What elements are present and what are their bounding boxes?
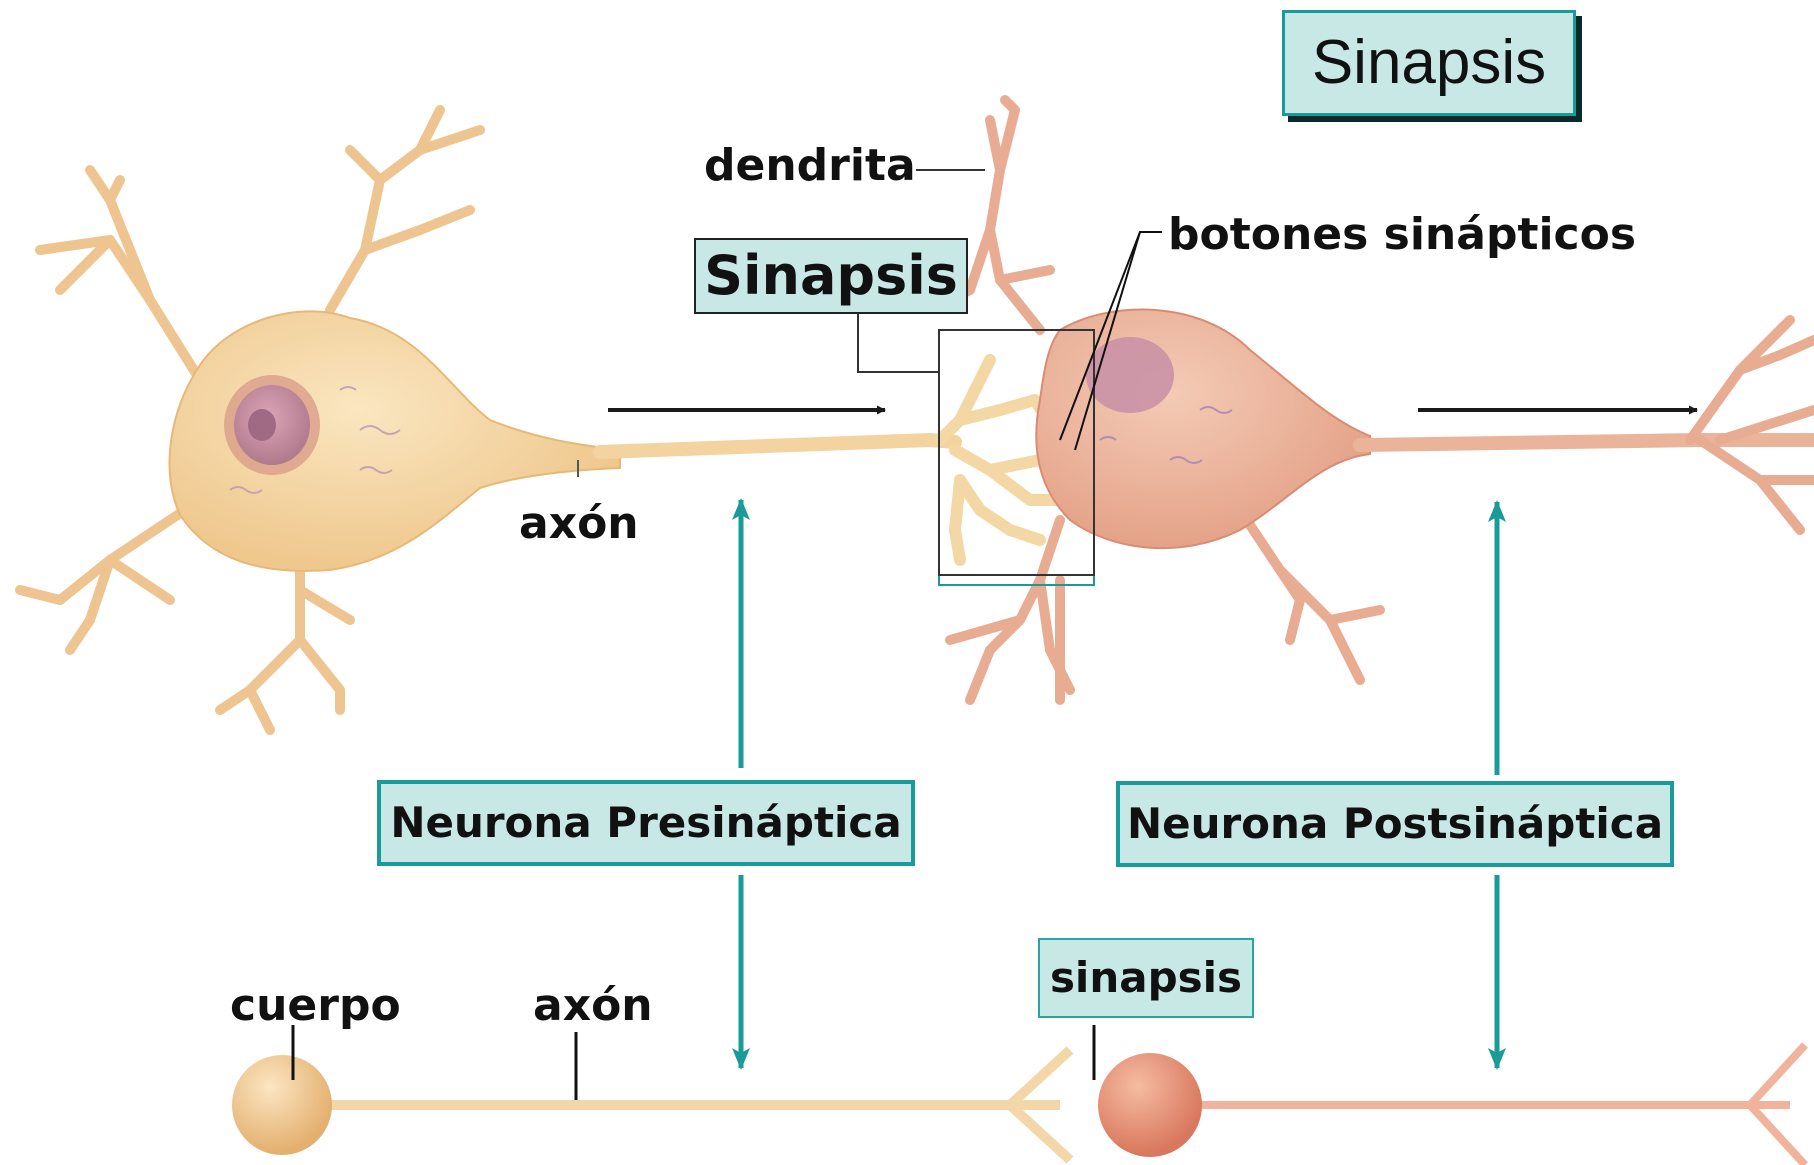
postsynaptic-soma xyxy=(1036,310,1370,549)
schematic-presynaptic xyxy=(232,1025,1070,1160)
presynaptic-axon xyxy=(600,440,955,452)
postsynaptic-label-box: Neurona Postsináptica xyxy=(1116,781,1674,867)
presynaptic-label-text: Neurona Presináptica xyxy=(390,802,901,844)
sinapsis-center-box: Sinapsis xyxy=(694,238,968,314)
postsynaptic-label-text: Neurona Postsináptica xyxy=(1127,803,1663,845)
sinapsis-leader-line xyxy=(858,314,939,372)
sinapsis-bottom-text: sinapsis xyxy=(1050,957,1242,999)
postsynaptic-neuron xyxy=(950,100,1814,700)
sinapsis-center-text: Sinapsis xyxy=(704,249,958,303)
title-text: Sinapsis xyxy=(1312,32,1546,94)
presynaptic-neuron xyxy=(20,110,1060,730)
axon-top-label: axón xyxy=(519,502,639,546)
botones-sinapticos-label: botones sinápticos xyxy=(1168,213,1636,257)
postsynaptic-axon xyxy=(1360,440,1814,445)
postsynaptic-axon-terminals xyxy=(1690,320,1814,530)
sinapsis-bottom-box: sinapsis xyxy=(1038,938,1254,1018)
cuerpo-label: cuerpo xyxy=(230,984,401,1028)
title-box: Sinapsis xyxy=(1282,10,1576,116)
schematic-soma-post xyxy=(1098,1053,1202,1157)
schematic-soma-pre xyxy=(232,1055,332,1155)
presynaptic-nucleolus xyxy=(248,409,276,441)
axon-bottom-label: axón xyxy=(533,984,653,1028)
presynaptic-label-box: Neurona Presináptica xyxy=(377,780,915,866)
postsynaptic-nucleus xyxy=(1086,337,1174,413)
dendrita-label: dendrita xyxy=(704,144,916,188)
schematic-postsynaptic xyxy=(1094,1025,1805,1165)
